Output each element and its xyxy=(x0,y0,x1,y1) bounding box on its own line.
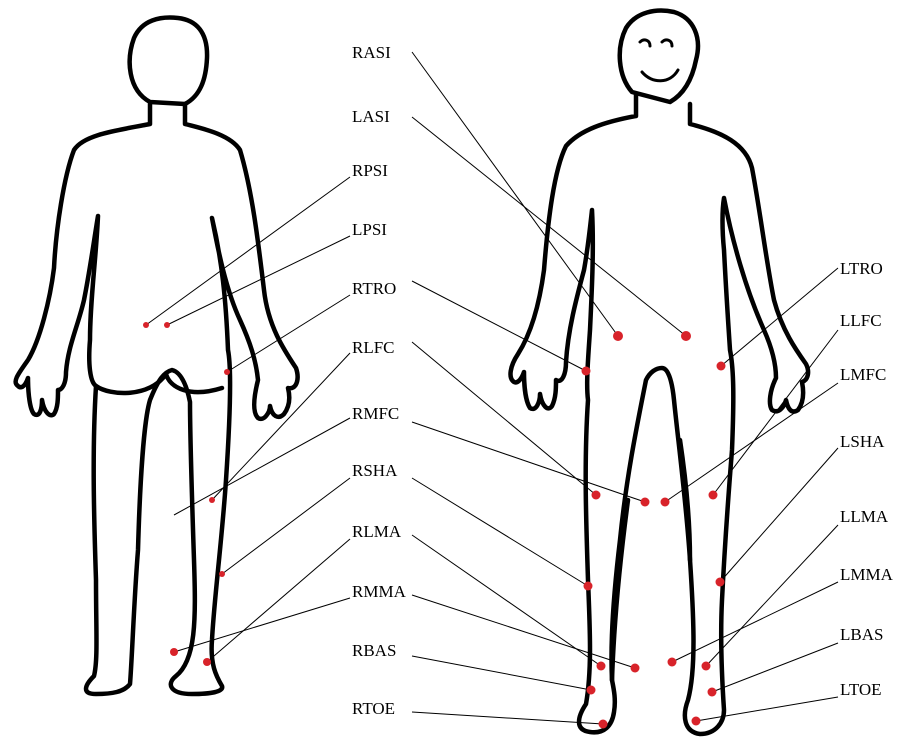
label-lasi: LASI xyxy=(352,108,390,125)
label-rtro: RTRO xyxy=(352,280,396,297)
marker-lmma xyxy=(668,658,677,667)
label-rasi: RASI xyxy=(352,44,391,61)
marker-rbas xyxy=(587,686,596,695)
leader-rlma xyxy=(207,539,350,662)
leader-lasi xyxy=(412,117,686,336)
label-ltro: LTRO xyxy=(840,260,883,277)
label-rpsi: RPSI xyxy=(352,162,388,179)
marker-lbas xyxy=(708,688,717,697)
marker-ltoe xyxy=(692,717,701,726)
label-rmma: RMMA xyxy=(352,583,406,600)
leader-rlma-f xyxy=(412,535,601,666)
leader-rtro-f xyxy=(412,281,586,371)
leader-rmma-f xyxy=(412,595,635,668)
marker-rlma xyxy=(597,662,606,671)
marker-lpsi xyxy=(164,322,170,328)
leader-rlfc xyxy=(212,353,350,500)
marker-ltro xyxy=(717,362,726,371)
leader-rmfc xyxy=(174,418,350,515)
leader-rsha-f xyxy=(412,478,588,586)
marker-rtro-back xyxy=(224,369,230,375)
label-lmma: LMMA xyxy=(840,566,893,583)
marker-lmfc xyxy=(661,498,670,507)
marker-rpsi xyxy=(143,322,149,328)
marker-rsha-back xyxy=(219,571,225,577)
label-lbas: LBAS xyxy=(840,626,883,643)
leader-rlfc-f xyxy=(412,342,596,495)
leader-ltro xyxy=(721,268,838,366)
leader-ltoe xyxy=(696,697,838,721)
label-rtoe: RTOE xyxy=(352,700,395,717)
marker-llma xyxy=(702,662,711,671)
leader-lbas xyxy=(712,643,838,692)
label-rlma: RLMA xyxy=(352,523,401,540)
marker-rtoe xyxy=(599,720,608,729)
label-rmfc: RMFC xyxy=(352,405,399,422)
label-lsha: LSHA xyxy=(840,433,884,450)
label-lpsi: LPSI xyxy=(352,221,387,238)
label-rbas: RBAS xyxy=(352,642,396,659)
marker-rsha xyxy=(584,582,593,591)
label-llma: LLMA xyxy=(840,508,888,525)
marker-llfc xyxy=(709,491,718,500)
label-rlfc: RLFC xyxy=(352,339,395,356)
leader-rtoe xyxy=(412,712,603,724)
marker-rasi xyxy=(613,331,623,341)
marker-rmma-back xyxy=(170,648,178,656)
leader-lmfc xyxy=(665,383,838,502)
leader-rasi xyxy=(412,52,618,336)
back-view-figure xyxy=(16,18,298,694)
leader-rmma xyxy=(174,598,350,652)
front-view-figure xyxy=(511,11,809,734)
marker-rmfc xyxy=(641,498,650,507)
label-llfc: LLFC xyxy=(840,312,882,329)
marker-rmma xyxy=(631,664,640,673)
marker-lsha xyxy=(716,578,725,587)
leader-rmfc-f xyxy=(412,422,645,502)
label-rsha: RSHA xyxy=(352,462,397,479)
marker-lasi xyxy=(681,331,691,341)
marker-rlma-back xyxy=(203,658,211,666)
leader-lsha xyxy=(720,448,838,582)
label-ltoe: LTOE xyxy=(840,681,882,698)
leader-lmma xyxy=(672,582,838,662)
label-lmfc: LMFC xyxy=(840,366,886,383)
leader-rbas xyxy=(412,656,591,690)
marker-rlfc xyxy=(592,491,601,500)
marker-rlfc-back xyxy=(209,497,215,503)
leader-rsha xyxy=(222,478,350,574)
marker-rtro xyxy=(582,367,591,376)
